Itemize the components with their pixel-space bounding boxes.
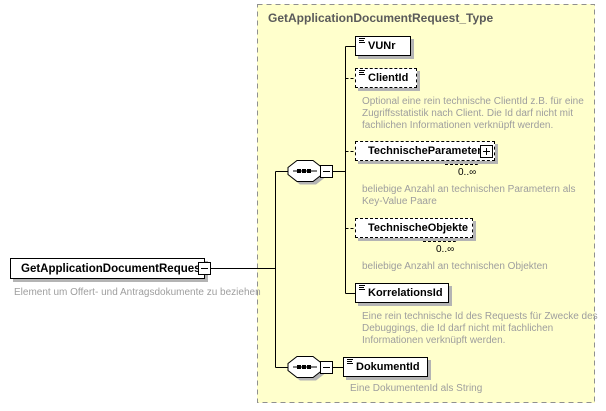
element-label: ClientId [368, 72, 409, 84]
technischeobjekte-annotation: beliebige Anzahl an technischen Objekten [362, 261, 548, 272]
cardinality-label: 0..∞ [436, 244, 455, 255]
container-border [257, 4, 595, 403]
repeat-marker [423, 233, 473, 242]
korrelationsid-annotation: Eine rein technische Id des Requests für… [362, 311, 598, 346]
text-content-icon [359, 285, 365, 291]
root-annotation: Element um Offert- und Antragsdokumente … [14, 287, 261, 298]
text-content-icon [347, 359, 353, 365]
sequence-compositor[interactable] [287, 159, 327, 187]
element-box-technischeobjekte[interactable]: TechnischeObjekte [355, 218, 473, 238]
complextype-title: GetApplicationDocumentRequest_Type [268, 11, 494, 25]
element-label: TechnischeObjekte [368, 222, 469, 234]
element-label: TechnischeParameter [368, 145, 482, 157]
collapse-icon[interactable] [320, 165, 333, 178]
complextype-container: GetApplicationDocumentRequest_Type [257, 4, 595, 403]
element-label: DokumentId [356, 361, 420, 373]
sequence-icon [287, 356, 325, 381]
element-box-root[interactable]: GetApplicationDocumentRequest [10, 258, 205, 279]
element-box-dokumentid[interactable]: DokumentId [343, 357, 428, 377]
element-box-clientid[interactable]: ClientId [355, 68, 417, 88]
dokumentid-annotation: Eine DokumentenId als String [350, 383, 483, 394]
element-box-technischeparameter[interactable]: TechnischeParameter [355, 141, 495, 161]
clientid-annotation: Optional eine rein technische ClientId z… [362, 96, 584, 131]
cardinality-label: 0..∞ [458, 167, 477, 178]
text-content-icon [359, 38, 365, 44]
collapse-icon[interactable] [198, 262, 211, 275]
repeat-marker [445, 156, 495, 165]
expand-icon[interactable] [480, 145, 493, 158]
technischeparameter-annotation: beliebige Anzahl an technischen Paramete… [362, 184, 576, 207]
element-box-korrelationsid[interactable]: KorrelationsId [355, 283, 449, 303]
text-content-icon [359, 70, 365, 76]
element-label: VUNr [368, 40, 396, 52]
collapse-icon[interactable] [320, 361, 333, 374]
element-label: GetApplicationDocumentRequest [21, 262, 205, 275]
element-box-vunr[interactable]: VUNr [355, 36, 411, 56]
sequence-icon [287, 160, 325, 185]
sequence-compositor[interactable] [287, 355, 327, 383]
element-label: KorrelationsId [368, 287, 443, 299]
